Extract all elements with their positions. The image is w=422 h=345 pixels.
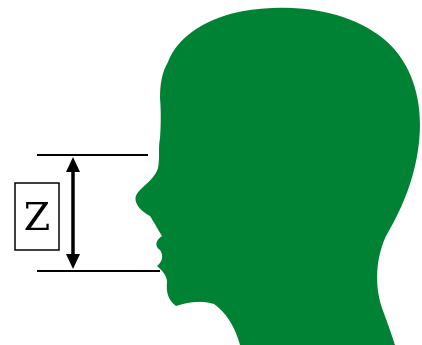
head-silhouette-icon <box>135 8 419 345</box>
double-arrow-icon <box>66 157 80 269</box>
measurement-label: Z <box>24 195 50 239</box>
